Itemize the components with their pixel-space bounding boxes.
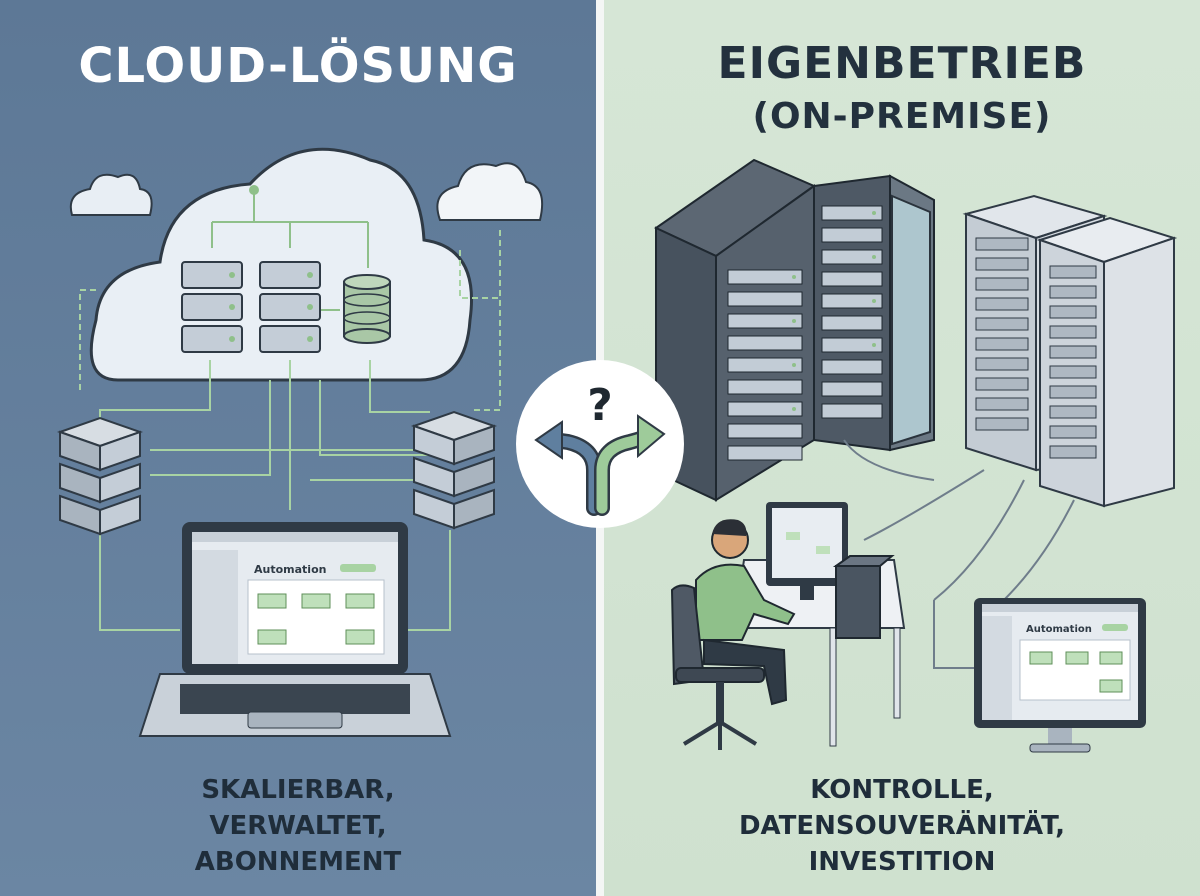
rack-door-icon <box>891 194 931 446</box>
on-premise-caption: KONTROLLE, DATENSOUVERÄNITÄT, INVESTITIO… <box>604 772 1200 880</box>
caption-line: DATENSOUVERÄNITÄT, <box>738 811 1066 841</box>
cloud-caption: SKALIERBAR, VERWALTET, ABONNEMENT <box>0 772 596 880</box>
small-cloud-icon <box>436 162 544 221</box>
right-server-icon <box>410 410 498 530</box>
cloud-server-icon <box>181 261 243 353</box>
laptop-icon <box>138 522 452 737</box>
office-chair-icon <box>670 584 765 750</box>
decision-badge: ? <box>516 360 684 528</box>
monitor-screen-label: Automation <box>1026 624 1092 635</box>
cloud-title: CLOUD-LÖSUNG <box>78 38 518 94</box>
laptop-screen-label: Automation <box>254 563 326 576</box>
desktop-monitor-icon <box>766 502 848 600</box>
monitor-icon <box>974 598 1146 753</box>
caption-line: KONTROLLE, <box>810 775 994 805</box>
on-premise-illustration: Automation <box>654 158 1178 753</box>
cloud-illustration: Automation <box>56 147 544 737</box>
question-mark: ? <box>587 380 613 431</box>
caption-line: INVESTITION <box>808 847 996 877</box>
person-icon <box>695 519 796 706</box>
small-cloud-icon <box>69 173 153 216</box>
cloud-panel: CLOUD-LÖSUNG <box>0 0 596 896</box>
caption-line: ABONNEMENT <box>194 847 402 877</box>
fork-arrow-icon <box>534 414 666 516</box>
cloud-server-icon <box>259 261 321 353</box>
database-icon <box>343 274 391 344</box>
caption-line: VERWALTET, <box>209 811 387 841</box>
pc-tower-icon <box>832 555 895 639</box>
on-premise-title: EIGENBETRIEB <box>717 38 1087 89</box>
server-cabinet-icon <box>1036 216 1178 508</box>
on-premise-panel: EIGENBETRIEB (ON-PREMISE) <box>604 0 1200 896</box>
left-server-icon <box>56 416 144 536</box>
on-premise-subtitle: (ON-PREMISE) <box>752 96 1052 137</box>
caption-line: SKALIERBAR, <box>201 775 395 805</box>
rack-units-icon <box>727 205 883 461</box>
